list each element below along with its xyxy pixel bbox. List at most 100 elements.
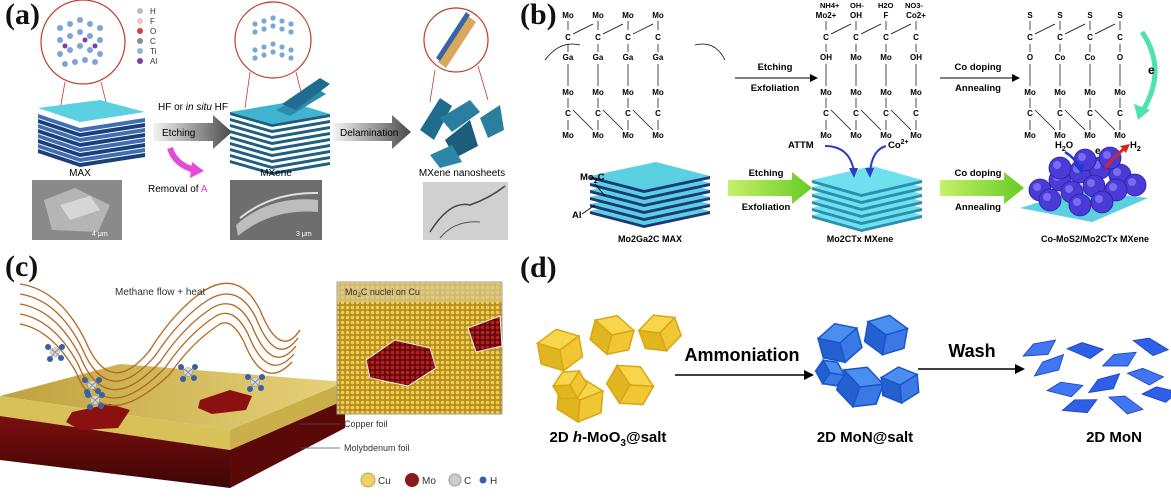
codoping-green-arrow: Co doping Annealing [940, 168, 1024, 213]
atom-label: OH [850, 11, 862, 20]
stack-edge [644, 197, 710, 214]
methane-molecule [82, 377, 102, 395]
copper-foil-label: Copper foil [344, 419, 388, 429]
nanosheets-caption: MXene nanosheets [419, 168, 505, 179]
atom-label: C [655, 33, 661, 42]
atom-label: Mo [1084, 88, 1096, 97]
legend-dot-ti [137, 48, 143, 54]
mxene-layer [230, 124, 330, 139]
removal-label: Removal of A [148, 184, 208, 195]
atom-label: C [595, 109, 601, 118]
atom-label: C [1117, 33, 1123, 42]
atom-label: Mo [592, 11, 604, 20]
mon-cube [863, 314, 910, 357]
stack-edge [644, 183, 710, 200]
atom-label: Mo [652, 11, 664, 20]
max-sem-image: 4 μm [32, 180, 122, 240]
panel-c-legend: Cu Mo C H [360, 472, 497, 488]
stack-edge [812, 180, 862, 197]
atom-label: Mo [562, 131, 574, 140]
methane-molecule [45, 344, 65, 362]
mxene-layer [230, 130, 330, 145]
mxene-layer [230, 136, 330, 151]
atom-label: Mo [820, 131, 832, 140]
atom-label: C [1087, 109, 1093, 118]
max-layer [38, 114, 145, 132]
methane-molecules [45, 344, 265, 410]
stack-edge [812, 208, 862, 225]
mos2-blob-highlight [1095, 195, 1103, 203]
max-scale-bar: 4 μm [92, 231, 108, 238]
legend-label-o: O [150, 27, 156, 36]
nanosheets-tem-image [423, 182, 508, 240]
atom-label: Mo [592, 88, 604, 97]
svg-text:Exfoliation: Exfoliation [742, 202, 791, 213]
ammoniation-arrow: Ammoniation [675, 345, 814, 380]
atom-label: S [1117, 11, 1123, 20]
mos2-blob [1068, 193, 1092, 217]
methane-molecule [245, 374, 265, 392]
mos2-blob-highlight [1053, 161, 1061, 169]
atom-label: C [655, 109, 661, 118]
mon-sheet [1061, 399, 1098, 414]
methane-molecule [178, 364, 198, 382]
mos2-blob [1038, 188, 1062, 212]
mos2-blob [1048, 156, 1072, 180]
atom-label: Ga [623, 53, 634, 62]
moo3-cube [605, 363, 655, 406]
max-layer [38, 129, 145, 147]
atom-label: Mo [622, 88, 634, 97]
mon-cube [814, 358, 846, 387]
legend-label-h: H [150, 7, 156, 16]
mos2-blob-highlight [1073, 198, 1081, 206]
panel-a-label: (a) [5, 0, 40, 31]
legend-dot-c [137, 38, 143, 44]
atom-label: Mo2+ [816, 11, 837, 20]
atom-label: Mo [1054, 88, 1066, 97]
inset-label: Mo2C nuclei on Cu [345, 287, 420, 299]
atom-label: Mo [592, 131, 604, 140]
atom-label: F [884, 11, 889, 20]
legend-dot-f [137, 18, 143, 24]
atom-label: Mo [880, 53, 892, 62]
svg-text:Annealing: Annealing [955, 202, 1001, 213]
mxene-layer [230, 154, 330, 169]
svg-text:Cu: Cu [378, 476, 391, 487]
mo2c-label: Mo2C [580, 172, 605, 185]
atom-label: Mo [910, 88, 922, 97]
mos2-blob-highlight [1128, 178, 1136, 186]
mos2-blob-highlight [1033, 183, 1041, 191]
stack-edge [812, 194, 862, 211]
caption-mo2ctx: Mo2CTx MXene [827, 234, 894, 244]
mos2-blob-highlight [1078, 153, 1086, 161]
stack-edge [590, 176, 644, 193]
atom-label: Ga [593, 53, 604, 62]
atom-label: Mo [820, 88, 832, 97]
atom-label: S [1027, 11, 1033, 20]
caption-moo3-salt: 2D h-MoO3@salt [550, 429, 667, 449]
atom-label: S [1087, 11, 1093, 20]
nanosheet-zoom-circle [423, 7, 489, 103]
panel-d-figure: Ammoniation Wash 2D h-MoO3@salt 2D MoN@s… [535, 314, 1171, 449]
mon-sheet [1066, 342, 1105, 360]
atom-label: Mo [910, 131, 922, 140]
atom-label: O [1027, 53, 1033, 62]
stack-edge [861, 215, 922, 232]
mxene-layer-top [230, 102, 330, 124]
stack-edge [590, 183, 644, 200]
mo2ctx-stack [812, 166, 922, 232]
atom-label: OH [820, 53, 832, 62]
delamination-arrow: Delamination [333, 115, 411, 149]
atom-label: Mo [652, 131, 664, 140]
mon-sheet [1107, 395, 1144, 415]
max-layer [38, 139, 145, 157]
legend-label-c: C [150, 37, 156, 46]
h2o-label: H2O [1055, 140, 1073, 153]
stack-edge [812, 215, 862, 232]
mxene-layer [230, 142, 330, 157]
atom-label: C [565, 109, 571, 118]
atom-label: C [883, 33, 889, 42]
legend-dot-h [137, 8, 143, 14]
